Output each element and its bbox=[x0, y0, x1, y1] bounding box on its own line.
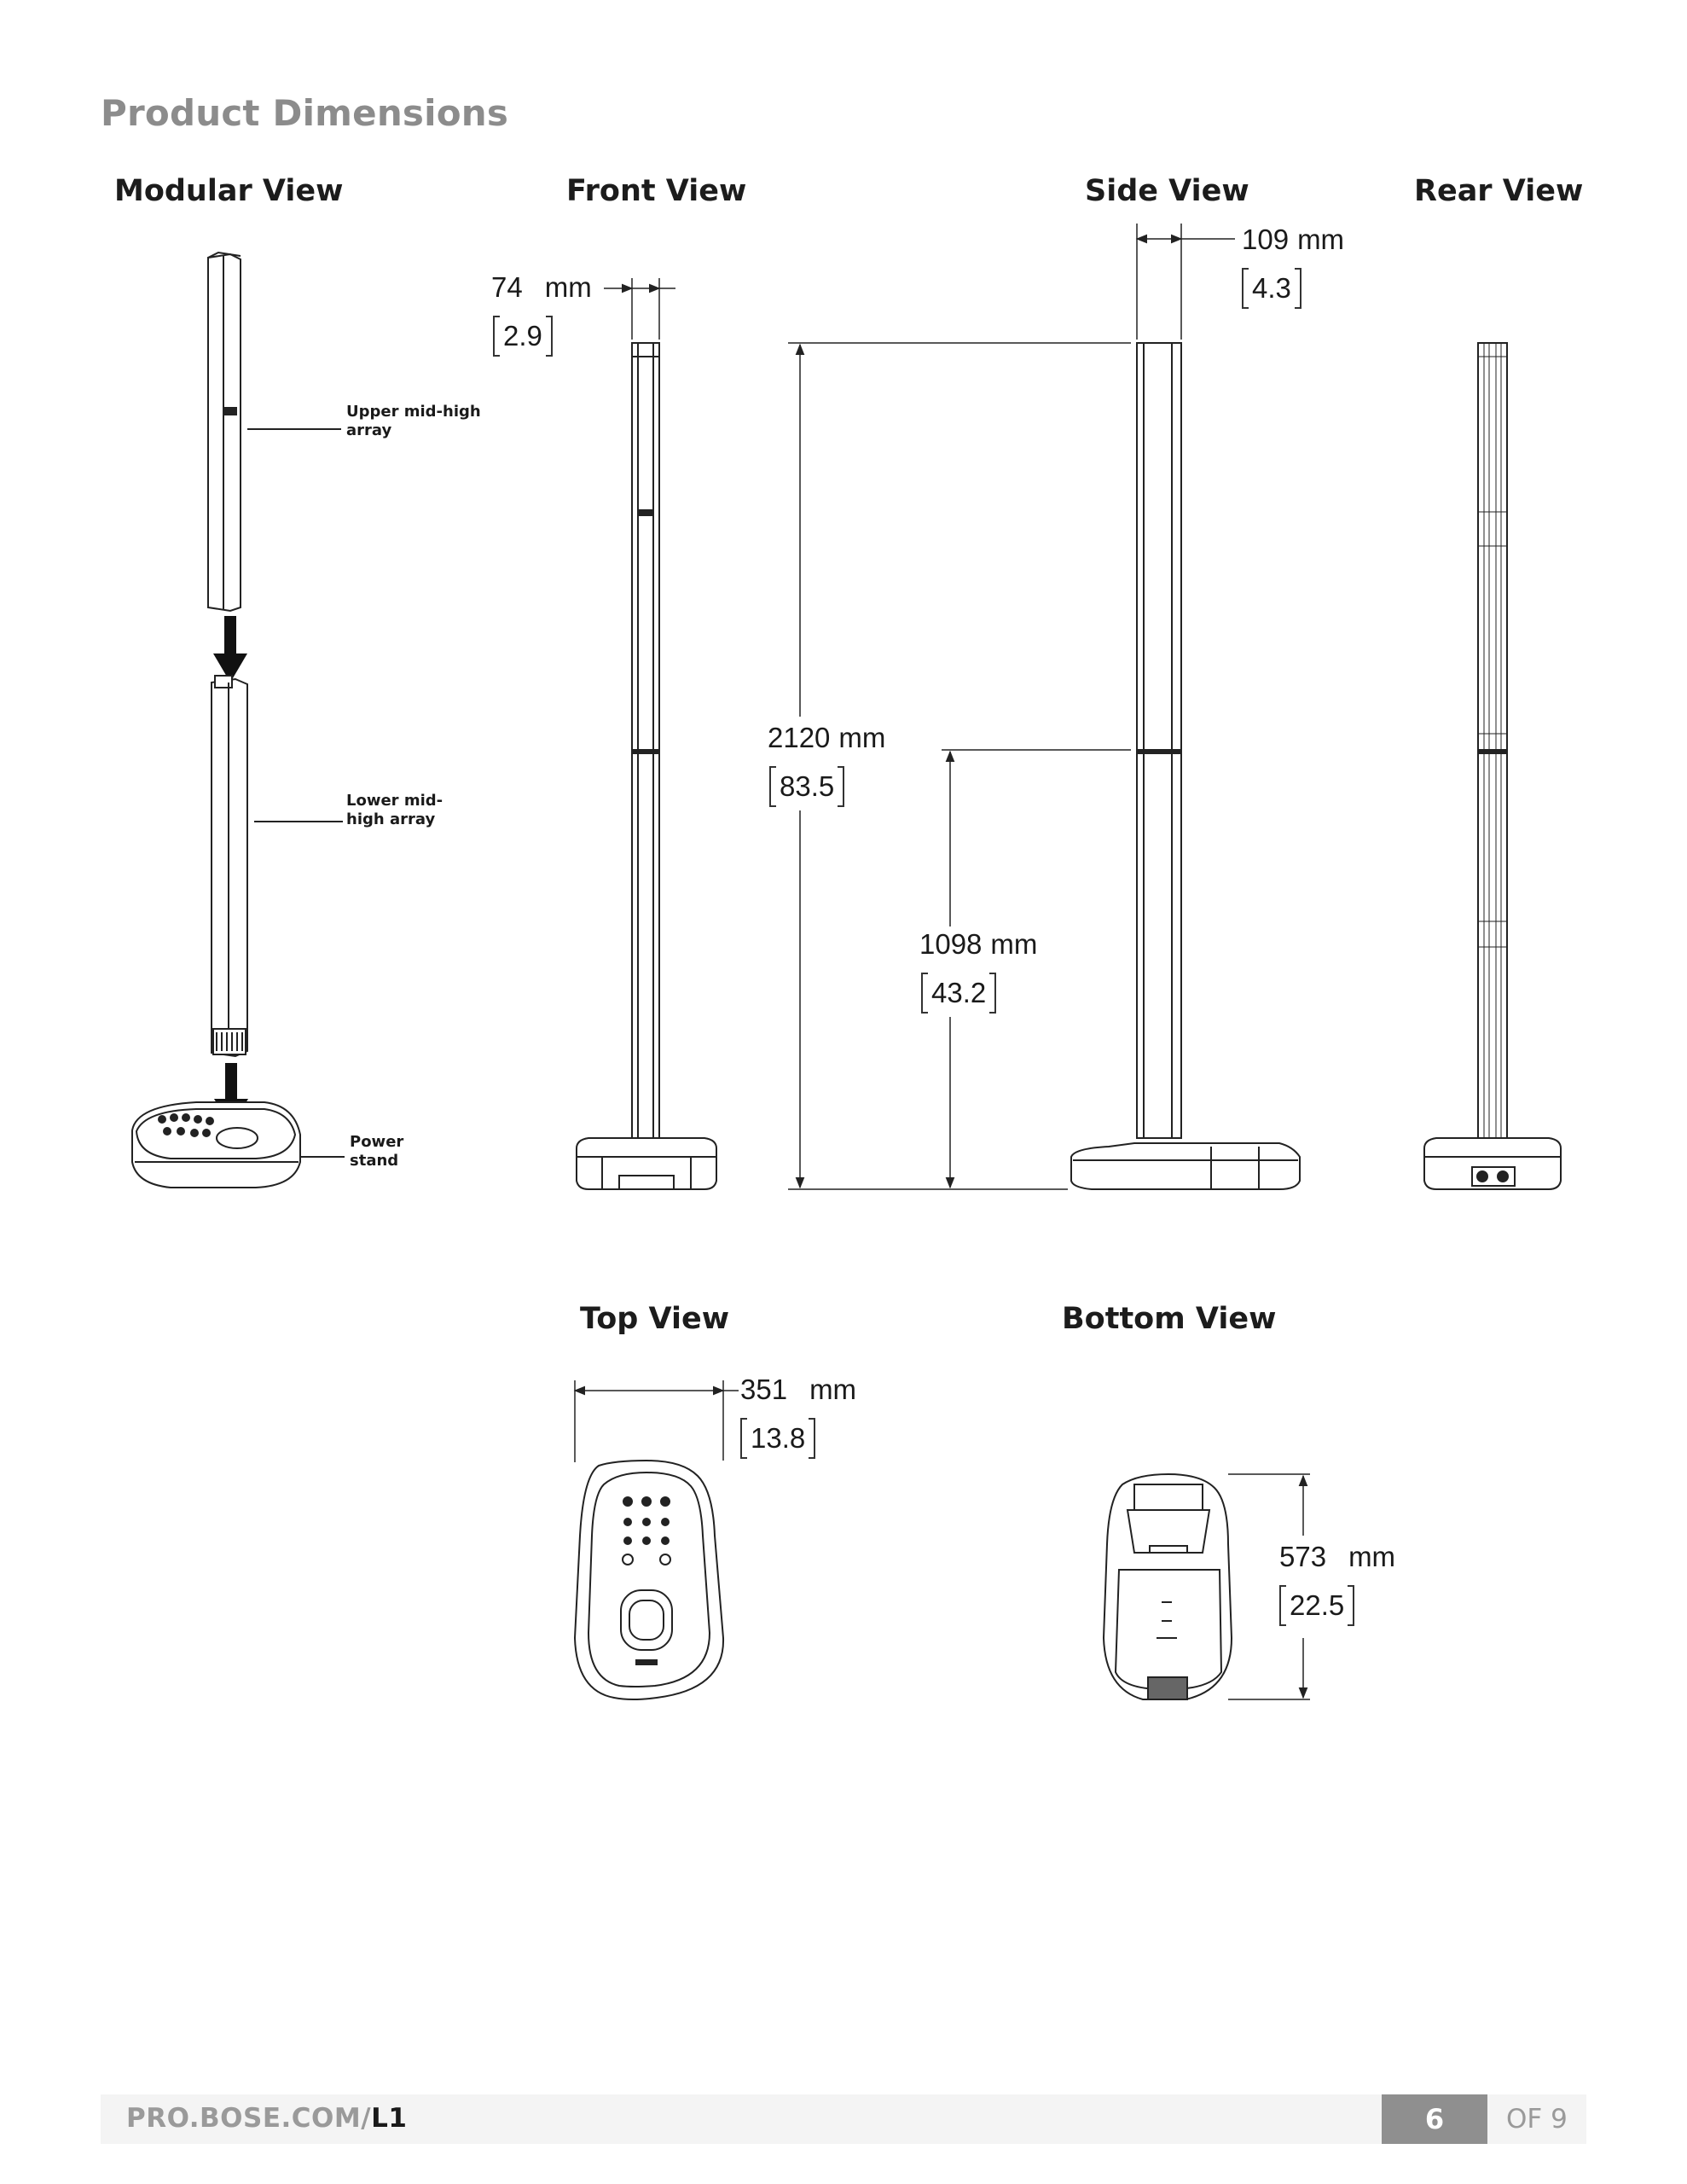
bottom-view-title: Bottom View bbox=[1062, 1302, 1277, 1336]
lower-array-drawing bbox=[211, 675, 248, 1058]
top-view-drawing bbox=[573, 1380, 739, 1700]
rear-view-drawing bbox=[1423, 342, 1562, 1190]
front-width-inches: 2.9 bbox=[493, 316, 553, 357]
power-stand-drawing bbox=[131, 1101, 301, 1188]
power-stand-callout: Power stand bbox=[350, 1133, 404, 1170]
bottom-view-drawing bbox=[1102, 1472, 1310, 1700]
page-number: 6 bbox=[1382, 2094, 1487, 2144]
upper-array-drawing bbox=[207, 251, 241, 613]
base-depth-inches: 22.5 bbox=[1279, 1585, 1355, 1626]
footer-url-link[interactable]: PRO.BOSE.COM/L1 bbox=[126, 2103, 408, 2134]
rear-view-title: Rear View bbox=[1414, 174, 1584, 208]
front-view-drawing bbox=[576, 278, 717, 1190]
lower-array-callout: Lower mid- high array bbox=[346, 792, 443, 828]
height-dimension-lines bbox=[788, 342, 1131, 1190]
assembly-arrow-icon bbox=[213, 616, 247, 682]
side-view-title: Side View bbox=[1085, 174, 1249, 208]
modular-view-drawing bbox=[131, 251, 345, 1188]
lower-height-inches: 43.2 bbox=[921, 973, 997, 1014]
page-title: Product Dimensions bbox=[101, 92, 509, 134]
side-width-inches: 4.3 bbox=[1242, 268, 1301, 309]
modular-view-title: Modular View bbox=[114, 174, 344, 208]
side-view-drawing bbox=[1070, 224, 1301, 1190]
upper-array-callout: Upper mid-high array bbox=[346, 403, 481, 439]
page-total: OF 9 bbox=[1506, 2104, 1568, 2135]
front-view-title: Front View bbox=[566, 174, 747, 208]
total-height-inches: 83.5 bbox=[769, 766, 845, 807]
top-view-title: Top View bbox=[580, 1302, 730, 1336]
footer-bar bbox=[101, 2094, 1586, 2144]
base-width-inches: 13.8 bbox=[740, 1418, 816, 1459]
